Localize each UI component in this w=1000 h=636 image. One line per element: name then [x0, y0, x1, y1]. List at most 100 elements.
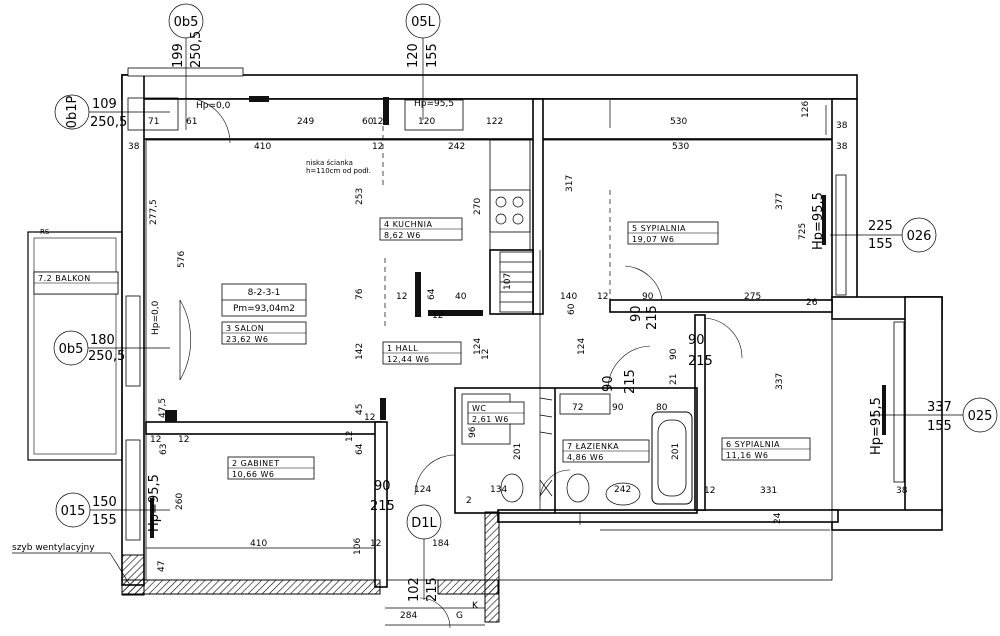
d1l-w: 102 — [407, 577, 422, 602]
dim-45: 45 — [355, 404, 365, 415]
dimension-labels: 249 60 12 120 122 530 126 38 410 12 242 … — [128, 101, 908, 621]
dim-12b: 12 — [372, 142, 383, 152]
dim-2775: 277,5 — [149, 199, 159, 225]
dim-60b: 60 — [567, 303, 577, 315]
room-title: 5 SYPIALNIA — [632, 224, 686, 233]
room-title: 2 GABINET — [232, 459, 280, 468]
dim-90a: 90 — [642, 292, 654, 302]
d1l-h: 215 — [425, 577, 440, 602]
dim-107: 107 — [503, 273, 513, 290]
o25-h: 155 — [927, 419, 952, 434]
dim-38c: 38 — [836, 142, 848, 152]
apartment-code: 8-2-3-1 — [248, 288, 281, 298]
dim-249: 249 — [297, 117, 314, 127]
room-title: 3 SALON — [226, 324, 264, 333]
dim-215a: 215 — [645, 305, 660, 330]
ob5-left-w: 180 — [90, 333, 115, 348]
dim-201a: 201 — [513, 443, 523, 460]
dim-12c: 12 — [396, 292, 407, 302]
dim-38a: 38 — [836, 121, 848, 131]
hp-right-1: Hp=95,5 — [811, 192, 826, 250]
window-dimension-labels: 199 250,5 120 155 109 250,5 180 250,5 22… — [88, 31, 952, 602]
o5l-h: 155 — [425, 43, 440, 68]
dim-90c: 90 — [601, 375, 616, 392]
ob1p-w: 109 — [92, 97, 117, 112]
dim-12i: 12 — [704, 486, 715, 496]
ob5-top-tag: 0b5 — [174, 15, 199, 30]
dim-12h: 12 — [364, 413, 375, 423]
dim-317: 317 — [565, 175, 575, 192]
dim-215c: 215 — [688, 354, 713, 369]
room-area-finish: 11,16 W6 — [726, 451, 768, 460]
dim-475: 47,5 — [158, 398, 168, 418]
window-tag-labels: 0b5 05L 0b1P 0b5 026 025 015 D1L — [59, 15, 993, 531]
o25-tag: 025 — [968, 409, 993, 424]
ob5-left-tag: 0b5 — [59, 342, 84, 357]
dim-90f: 90 — [612, 403, 624, 413]
o5l-w: 120 — [406, 43, 421, 68]
annotations: niska ścianka h=110cm od podł. szyb went… — [12, 159, 371, 586]
dim-76: 76 — [355, 288, 365, 300]
o15-tag: 015 — [61, 504, 86, 519]
o26-h: 155 — [868, 237, 893, 252]
dim-140: 140 — [560, 292, 577, 302]
hp-gabinet: Hp=95,5 — [147, 474, 162, 532]
room-area-finish: 8,62 W6 — [384, 231, 421, 240]
o15-w: 150 — [92, 495, 117, 510]
dim-40a: 40 — [455, 292, 467, 302]
dim-242: 242 — [448, 142, 465, 152]
room-area-finish: 23,62 W6 — [226, 335, 268, 344]
dim-90b: 90 — [629, 305, 644, 322]
apartment-label: 8-2-3-1 Pm=93,04m2 — [221, 283, 307, 317]
ob1p-h: 250,5 — [90, 115, 127, 130]
room-area-finish: 2,61 W6 — [472, 415, 509, 424]
o26-tag: 026 — [907, 229, 932, 244]
dim-12l: 12 — [432, 311, 443, 321]
dim-275: 275 — [744, 292, 761, 302]
dim-530a: 530 — [670, 117, 687, 127]
apartment-area: Pm=93,04m2 — [233, 304, 295, 314]
dim-331: 331 — [760, 486, 777, 496]
ob5-top-w: 199 — [171, 43, 186, 68]
dim-253: 253 — [355, 188, 365, 205]
dim-12j: 12 — [370, 539, 381, 549]
dim-47: 47 — [157, 561, 167, 572]
dim-260: 260 — [175, 493, 185, 510]
dim-120: 120 — [418, 117, 435, 127]
dim-24: 24 — [773, 512, 783, 524]
dim-2: 2 — [466, 496, 472, 506]
room-area-finish: 4,86 W6 — [567, 453, 604, 462]
doors — [179, 97, 743, 629]
dim-576: 576 — [177, 251, 187, 268]
dim-90e: 90 — [669, 348, 679, 360]
dim-26: 26 — [806, 298, 818, 308]
dim-284: 284 — [400, 611, 417, 621]
dim-337: 337 — [775, 373, 785, 390]
dim-142: 142 — [355, 343, 365, 360]
dim-12e: 12 — [150, 435, 161, 445]
niche-note-2: h=110cm od podł. — [306, 167, 371, 175]
dim-k: K — [472, 601, 479, 611]
dim-215d: 215 — [370, 499, 395, 514]
o5l-tag: 05L — [411, 15, 436, 30]
dim-12d: 12 — [597, 292, 608, 302]
dim-72: 72 — [572, 403, 583, 413]
o26-w: 225 — [868, 219, 893, 234]
dim-530b: 530 — [672, 142, 689, 152]
room-title: 7 ŁAZIENKA — [567, 442, 619, 451]
dim-122: 122 — [486, 117, 503, 127]
dim-71: 71 — [148, 117, 159, 127]
room-area-finish: 10,66 W6 — [232, 470, 274, 479]
dim-124b: 124 — [577, 338, 587, 355]
rs-note: RS — [40, 228, 50, 236]
dim-124a: 124 — [473, 338, 483, 355]
dim-242b: 242 — [614, 485, 631, 495]
dim-134: 134 — [490, 485, 507, 495]
dim-90d: 90 — [688, 333, 705, 348]
hp-top-kitchen: Hp=95,5 — [414, 99, 454, 109]
dim-12f: 12 — [178, 435, 189, 445]
dim-12g: 12 — [345, 431, 355, 442]
walls — [121, 74, 943, 623]
hp-left-balcony: Hp=0,0 — [151, 300, 161, 335]
